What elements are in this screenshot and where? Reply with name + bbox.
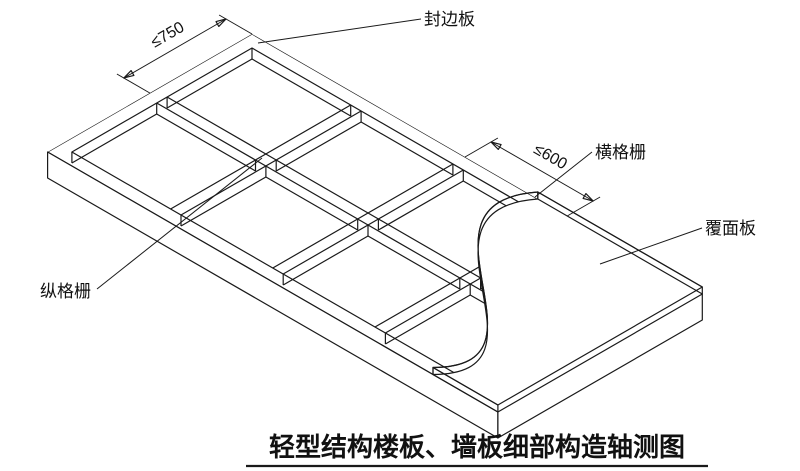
diagram-title: 轻型结构楼板、墙板细部构造轴测图 bbox=[269, 432, 685, 462]
cover-panel-label: 覆面板 bbox=[705, 219, 756, 238]
longitudinal-joist-leader-line bbox=[96, 157, 263, 290]
dimension-lines bbox=[116, 14, 601, 217]
panel-side-faces bbox=[47, 151, 703, 439]
leader-lines bbox=[96, 18, 703, 290]
transverse-joist-leader-line bbox=[534, 151, 593, 198]
cover-panel-leader-line bbox=[599, 227, 703, 265]
edge-board-label: 封边板 bbox=[424, 10, 475, 29]
edge-board-leader-line bbox=[257, 18, 422, 44]
transverse-joist-label: 横格栅 bbox=[595, 143, 646, 162]
cover-panel-surface bbox=[432, 191, 703, 413]
dimension-750-label: ≤750 bbox=[148, 19, 187, 52]
longitudinal-joist-label: 纵格栅 bbox=[40, 282, 91, 301]
